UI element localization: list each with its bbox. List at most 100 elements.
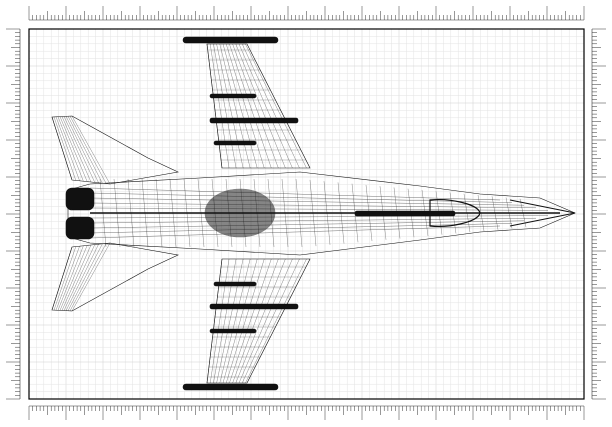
wire-line [169, 178, 177, 248]
wire-line [351, 183, 359, 243]
wire-line [63, 244, 95, 311]
wire-line [59, 116, 88, 182]
wire-line [55, 116, 80, 181]
wire-line [61, 116, 92, 183]
wire-line [53, 116, 76, 181]
wire-line [232, 43, 279, 169]
wire-line [365, 184, 373, 242]
wire-line [463, 193, 471, 233]
wire-line [309, 179, 317, 247]
wire-line [337, 182, 345, 244]
wire-line [67, 116, 103, 184]
wire-line [435, 191, 443, 235]
wire-line [210, 258, 230, 384]
wire-line [69, 243, 107, 311]
wire-line [89, 218, 537, 224]
wire-line [213, 258, 237, 384]
wire-line [206, 43, 223, 169]
wire-line [51, 246, 73, 311]
wire-line [211, 178, 219, 248]
jet-wireframe [51, 36, 576, 391]
store-upper-3 [213, 140, 257, 146]
wire-line [65, 116, 99, 183]
wire-line [295, 178, 303, 248]
wire-line [323, 181, 331, 245]
wire-line [71, 242, 111, 312]
drawing-frame [28, 28, 585, 400]
drawing-grid [28, 28, 585, 400]
wireframe-lines [51, 43, 560, 384]
wire-line [222, 43, 258, 169]
wire-line [491, 196, 499, 230]
wire-line [242, 43, 300, 169]
wire-line [253, 178, 261, 248]
wire-line [225, 178, 233, 248]
wire-line [89, 187, 501, 201]
wire-line [89, 220, 525, 229]
wire-line [219, 258, 251, 384]
wire-line [222, 258, 258, 384]
wire-line [89, 215, 549, 219]
wire-line [89, 223, 513, 234]
wire-line [477, 194, 485, 232]
wire-line [67, 243, 103, 311]
wire-line [519, 198, 527, 228]
wire-line [219, 43, 251, 169]
engine-nozzle-lower [65, 216, 95, 240]
wire-line [226, 43, 265, 169]
wire-line [379, 186, 387, 240]
wire-line [229, 258, 272, 384]
wire-line [127, 178, 135, 248]
wire-line [59, 245, 88, 311]
wire-line [99, 178, 107, 248]
wire-line [421, 189, 429, 237]
store-lower-2 [209, 303, 299, 310]
wire-line [141, 178, 149, 248]
wire-line [216, 43, 244, 169]
wire-line [245, 258, 307, 384]
wire-line [57, 116, 84, 182]
wire-line [245, 43, 307, 169]
wire-line [69, 116, 107, 184]
fuselage [67, 171, 576, 256]
wingtip-rail-lower [182, 383, 279, 391]
wire-line [505, 197, 513, 229]
wire-line [155, 178, 163, 248]
wire-line [55, 246, 80, 311]
store-lower-3 [213, 281, 257, 287]
wire-line [197, 178, 205, 248]
wire-line [238, 43, 293, 169]
wire-line [407, 188, 415, 238]
wire-line [89, 202, 537, 208]
wire-line [89, 207, 549, 211]
ruler-bottom [28, 405, 585, 420]
wire-line [232, 258, 279, 384]
wire-line [239, 178, 247, 248]
wire-line [61, 244, 92, 311]
store-upper-2 [209, 117, 299, 124]
wire-line [449, 192, 457, 234]
wire-line [71, 115, 111, 185]
wire-line [235, 258, 286, 384]
wire-line [183, 178, 191, 248]
wire-line [238, 258, 293, 384]
wire-line [89, 225, 501, 239]
wire-line [63, 116, 95, 183]
wire-line [229, 43, 272, 169]
wire-line [226, 258, 265, 384]
wire-line [57, 245, 84, 311]
wire-line [65, 244, 99, 311]
wire-line [51, 116, 73, 181]
wire-line [113, 178, 121, 248]
wire-line [53, 246, 76, 311]
wire-line [393, 187, 401, 239]
wire-line [235, 43, 286, 169]
wire-line [213, 43, 237, 169]
wire-line [89, 192, 513, 203]
wire-line [210, 43, 230, 169]
ruler-left [6, 28, 21, 400]
wire-line [216, 258, 244, 384]
engine-nozzle-upper [65, 187, 95, 211]
